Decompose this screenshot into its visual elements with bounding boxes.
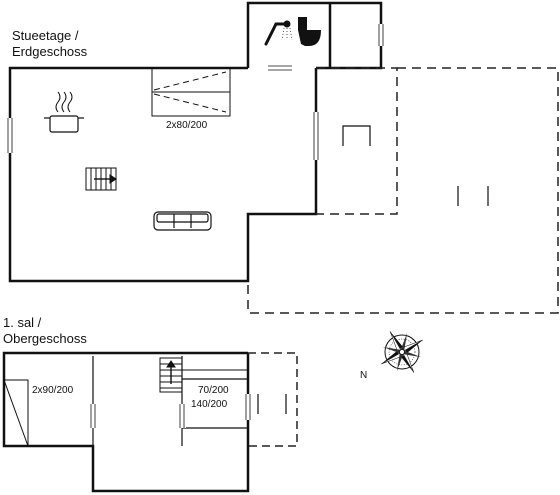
bed-label-2x90: 2x90/200 xyxy=(32,385,74,396)
upper-floor-openings xyxy=(89,394,252,428)
garden-table-icon xyxy=(342,125,489,206)
upper-floor-plan xyxy=(2,351,250,493)
bed-2x80 xyxy=(151,67,231,117)
upper-staircase-icon xyxy=(159,357,183,393)
upper-floor-title-line2: Obergeschoss xyxy=(3,331,87,346)
sofa-icon xyxy=(153,211,212,231)
bed-2x90 xyxy=(3,379,29,447)
terrace xyxy=(247,67,559,314)
window-marks xyxy=(7,24,384,160)
cooking-pot-icon xyxy=(44,91,84,133)
ground-floor-openings xyxy=(7,24,385,160)
bed-label-140: 140/200 xyxy=(191,399,228,410)
compass-north-label: N xyxy=(360,370,368,381)
upper-floor-title-line1: 1. sal / xyxy=(3,315,42,330)
upper-window-marks xyxy=(90,394,251,428)
compass-rose-icon xyxy=(381,331,423,373)
upper-floor-walls xyxy=(2,351,250,493)
staircase-icon xyxy=(85,167,117,191)
ground-floor-title-line2: Erdgeschoss xyxy=(12,44,88,59)
ground-floor-walls xyxy=(8,66,318,283)
toilet-icon xyxy=(298,17,321,46)
bed-label-70: 70/200 xyxy=(198,385,229,396)
shower-icon xyxy=(264,20,293,46)
balcony xyxy=(248,352,298,447)
balcony-furniture xyxy=(257,394,287,414)
ground-floor-title-line1: Stueetage / xyxy=(12,28,79,43)
bed-label-2x80: 2x80/200 xyxy=(166,120,208,131)
bathroom-walls xyxy=(246,1,383,70)
